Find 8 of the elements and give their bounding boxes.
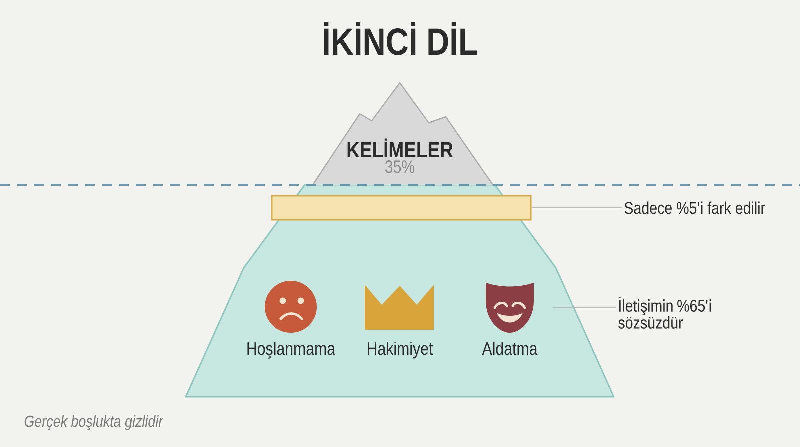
icon-caption: Hoşlanmama <box>248 342 336 359</box>
annotation-text: İletişimin %65'i sözsüzdür <box>618 297 712 329</box>
title: İKİNCİ DİL <box>324 22 477 56</box>
annotation-text: Sadece %5'i fark edilir <box>624 202 766 214</box>
icon-caption: Hakimiyet <box>368 342 434 359</box>
iceberg-peak: KELİMELER 35% <box>312 82 494 186</box>
icon-caption: Aldatma <box>482 342 538 356</box>
footnote-text: Gerçek boşlukta gizlidir <box>24 415 164 430</box>
